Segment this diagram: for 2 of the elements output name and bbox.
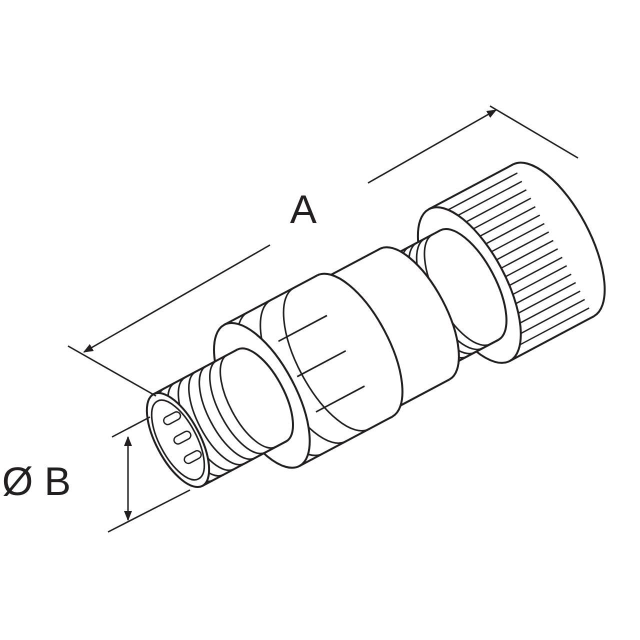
dimension-label: Ø B xyxy=(2,462,71,502)
dimension-label: A xyxy=(290,190,317,230)
